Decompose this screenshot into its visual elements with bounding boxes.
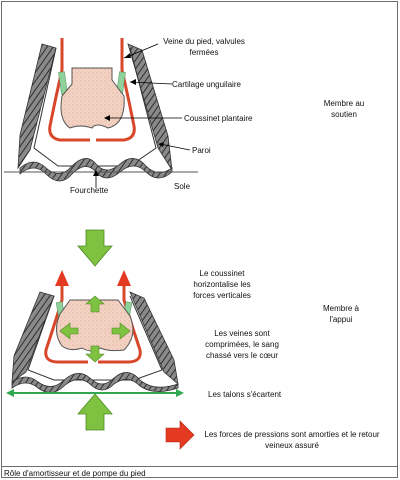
coussinet-top: [60, 67, 125, 129]
vein-flow-arrow-right: [117, 270, 131, 286]
paroi-right-top: [127, 43, 173, 171]
hoof-top: [4, 38, 198, 188]
label-sole: Sole: [174, 182, 191, 191]
note-veines: Les veines sont comprimées, le sang chas…: [205, 329, 279, 360]
label-fourchette: Fourchette: [70, 186, 109, 195]
note-forces: Les forces de pressions sont amorties et…: [204, 430, 380, 450]
inner-arrow-up: [85, 295, 105, 313]
label-veine: Veine du pied, valvules fermées: [163, 37, 245, 57]
state-soutien: Membre au soutien: [323, 99, 365, 119]
sole-bottom: [11, 372, 179, 393]
note-coussinet: Le coussinet horizontalise les forces ve…: [193, 269, 251, 300]
paroi-left-bottom: [11, 291, 55, 383]
inner-arrow-right: [111, 322, 131, 340]
state-appui: Membre à l'appui: [322, 304, 359, 324]
vein-flow-arrow-left: [55, 270, 69, 286]
force-arrow-up: [77, 393, 113, 431]
force-arrow-down: [77, 229, 113, 267]
legend-red-arrow: [165, 420, 195, 450]
paroi-left-top: [17, 43, 57, 170]
note-talons: Les talons s'écartent: [208, 390, 282, 399]
inner-arrow-left: [59, 322, 79, 340]
inner-arrow-down: [85, 345, 105, 363]
label-cartilage: Cartilage unguilaire: [172, 80, 241, 89]
hoof-bottom: [6, 229, 195, 450]
label-paroi: Paroi: [192, 146, 211, 155]
figure-caption: Rôle d'amortisseur et de pompe du pied: [1, 466, 397, 479]
label-coussinet: Coussinet plantaire: [184, 114, 253, 123]
paroi-right-bottom: [129, 291, 179, 386]
